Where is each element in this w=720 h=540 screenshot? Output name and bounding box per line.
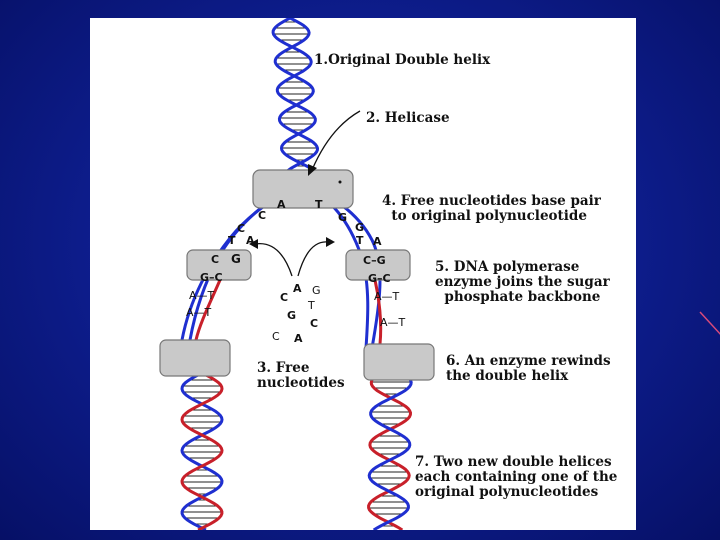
label-free-nucleotides-base-pair: 4. Free nucleotides base pair to origina… [382,193,601,224]
base-left-c1: C [258,209,267,222]
base-left-at1: A—T [189,289,215,302]
base-right-gc: G–C [368,272,391,285]
accent-line [699,311,720,335]
free-base-g2: G [287,309,297,322]
free-nucleotide-arrowhead-right [326,237,335,247]
free-base-t: T [308,299,315,312]
figure-panel: A T C C T A C G G–C A—T A—T G G T A C–G … [90,18,636,530]
base-right-g1: G [338,211,348,224]
label-enzyme-rewinds: 6. An enzyme rewinds the double helix [446,353,611,384]
label-helicase: 2. Helicase [366,110,450,126]
fork-dot [338,180,342,184]
helicase-pointer-arrow [311,110,361,171]
pointer-arrows [249,110,361,277]
original-helix-strand-a [273,18,320,185]
base-right-cg: C–G [363,254,386,267]
base-right-g2: G [355,221,365,234]
base-right-at1: A—T [374,290,400,303]
label-original-double-helix: 1.Original Double helix [314,52,491,68]
base-left-c2: C [237,222,246,235]
rewind-enzyme-right [363,343,435,381]
free-base-g1: G [312,284,321,297]
base-fork-right: T [315,198,323,211]
rewind-enzyme-left [159,339,231,377]
free-nucleotide-arrowhead-left [249,239,258,249]
label-dna-polymerase: 5. DNA polymerase enzyme joins the sugar… [435,259,610,305]
label-free-nucleotides: 3. Free nucleotides [257,360,345,391]
free-base-c2: C [310,317,319,330]
new-strand-forming-2 [373,279,383,345]
enzymes [159,169,435,381]
free-base-c1: C [280,291,289,304]
base-left-a: A [246,234,255,247]
free-base-a1: A [293,282,302,295]
free-base-a2: A [294,332,303,345]
free-nucleotide-arrow-left [254,242,293,277]
base-left-c3: C [211,253,220,266]
left-daughter-strand-a [180,344,224,530]
polymerase-right-enzyme [345,249,411,281]
base-right-t: T [356,234,364,247]
polymerase-left-enzyme [186,249,252,281]
original-helix-strand-b [271,18,322,184]
free-base-c3: C [272,330,280,343]
base-left-at2: A—T [186,306,212,319]
free-nucleotide-arrow-right [297,241,329,277]
base-fork-left: A [277,198,286,211]
dna-replication-diagram [159,18,435,530]
new-strand-forming-1 [194,279,222,341]
helicase-enzyme [252,169,354,209]
label-two-new-helices: 7. Two new double helices each containin… [415,454,618,500]
left-daughter-strand-b [180,344,224,530]
base-right-a: A [373,235,382,248]
base-right-at2: A—T [380,316,406,329]
base-left-t: T [228,234,236,247]
base-left-gc: G–C [200,271,223,284]
helicase-arrowhead [308,164,317,176]
base-left-g1: G [231,252,241,266]
